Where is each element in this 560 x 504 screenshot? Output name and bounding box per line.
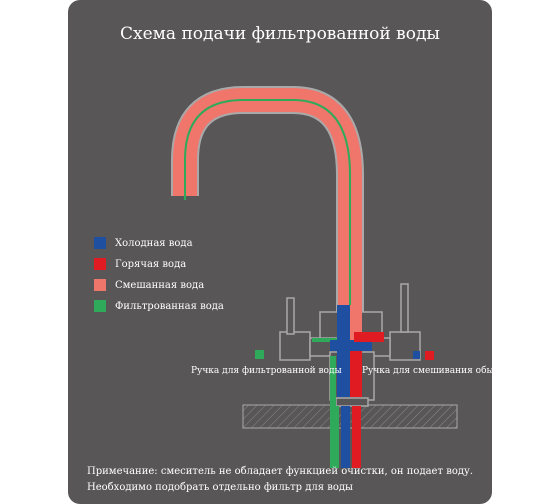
cold-crossbar	[330, 340, 372, 351]
note-line-2: Необходимо подобрать отдельно фильтр для…	[87, 482, 353, 493]
filtered-inlet-line	[330, 356, 336, 406]
hot-swatch-icon	[94, 258, 106, 270]
spout-filtered-channel	[184, 99, 351, 320]
legend-item-cold: Холодная вода	[94, 233, 224, 253]
faucet-diagram	[171, 86, 458, 468]
filtered-water-lever	[286, 297, 295, 335]
cold-swatch-icon	[94, 237, 106, 249]
hot-crossbar	[354, 332, 384, 342]
hot-water-channel	[350, 345, 362, 397]
diagram-title: Схема подачи фильтрованной воды	[120, 24, 440, 44]
legend: Холодная вода Горячая вода Смешанная вод…	[94, 233, 224, 316]
filtered-supply-pipe	[330, 406, 339, 468]
right-handle-caption: Ручка для смешивания обычной воды	[362, 366, 492, 376]
mixed-swatch-icon	[94, 279, 106, 291]
note-line-1: Примечание: смеситель не обладает функци…	[87, 466, 474, 477]
hot-marker	[425, 351, 434, 360]
diagram-panel: Схема подачи фильтрованной воды	[68, 0, 492, 504]
legend-item-filtered: Фильтрованная вода	[94, 296, 224, 316]
filtered-marker	[255, 350, 264, 359]
legend-label: Смешанная вода	[115, 279, 205, 291]
left-handle-caption: Ручка для фильтрованной воды	[191, 366, 342, 376]
legend-item-hot: Горячая вода	[94, 254, 224, 274]
hot-supply-pipe	[352, 406, 361, 468]
cold-marker	[413, 351, 420, 359]
filtered-swatch-icon	[94, 300, 106, 312]
cold-supply-pipe	[341, 406, 350, 468]
legend-label: Горячая вода	[115, 258, 187, 270]
legend-item-mixed: Смешанная вода	[94, 275, 224, 295]
legend-label: Холодная вода	[115, 237, 193, 249]
mixing-lever	[400, 283, 409, 333]
legend-label: Фильтрованная вода	[115, 300, 224, 312]
